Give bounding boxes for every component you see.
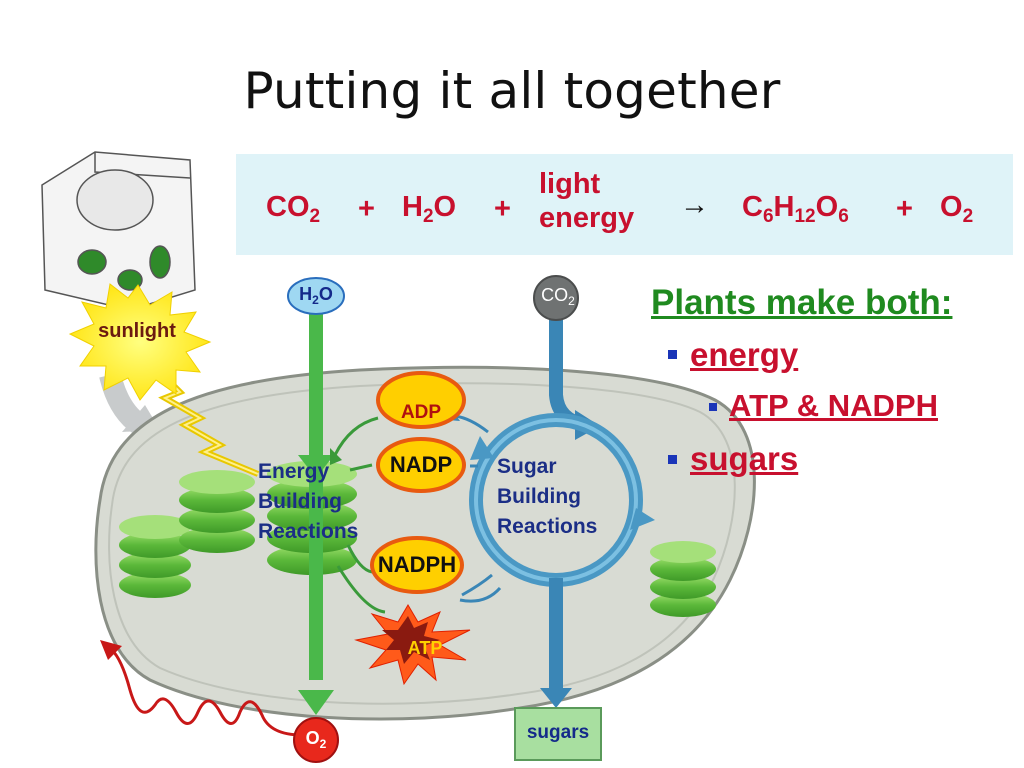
equation-plus-1: + [358,193,375,225]
bullet-sugars: sugars [690,440,799,477]
page-title: Putting it all together [243,62,781,120]
nadph-label: NADPH [377,552,457,577]
bullet-atp-nadph: ATP & NADPH [729,388,938,423]
bullet-icon [668,350,677,359]
equation-plus-2: + [494,193,511,225]
nadph-oval [370,536,464,594]
sunlight-label: sunlight [98,320,176,342]
water-label: H2O [299,284,333,307]
thylakoid-stack-left [119,515,191,598]
energy-reactions-label: Energy Building Reactions [258,460,359,543]
bullet-energy: energy [690,336,799,373]
equation-light-energy: light energy [539,168,635,234]
plants-make-both-heading: Plants make both: [651,283,953,322]
equation-plus-3: + [896,193,913,225]
water-flow-arrow [309,305,323,680]
released-energy-arrow [110,648,303,737]
equation-o2: O2 [940,191,974,227]
sugars-box [514,707,602,761]
water-molecule-icon [287,277,345,315]
sugar-reactions-label: Sugar Building Reactions [497,455,598,538]
nadp-label: NADP [389,452,453,477]
nadp-oval [376,437,466,493]
equation-glucose: C6H12O6 [742,191,849,227]
equation-co2: CO2 [266,191,321,227]
bullet-icon [709,403,717,411]
sunlight-burst-icon [68,283,212,401]
oxygen-molecule-icon [293,717,339,763]
equation-h2o: H2O [402,191,457,227]
plant-cell-icon [41,151,196,311]
equation-arrow: → [680,189,709,221]
co2-label: CO2 [541,285,575,308]
sugars-output-label: sugars [526,722,590,743]
bullet-icon [668,455,677,464]
co2-molecule-icon [533,275,579,321]
adp-arrow [333,416,379,456]
adp-label: ADP [400,402,442,423]
adp-oval [376,371,466,429]
atp-label: ATP [407,638,443,658]
thylakoid-stack-right [650,541,716,617]
thylakoid-stack-left2 [179,470,255,553]
oxygen-label: O2 [305,728,327,751]
equation-banner [236,154,1013,255]
